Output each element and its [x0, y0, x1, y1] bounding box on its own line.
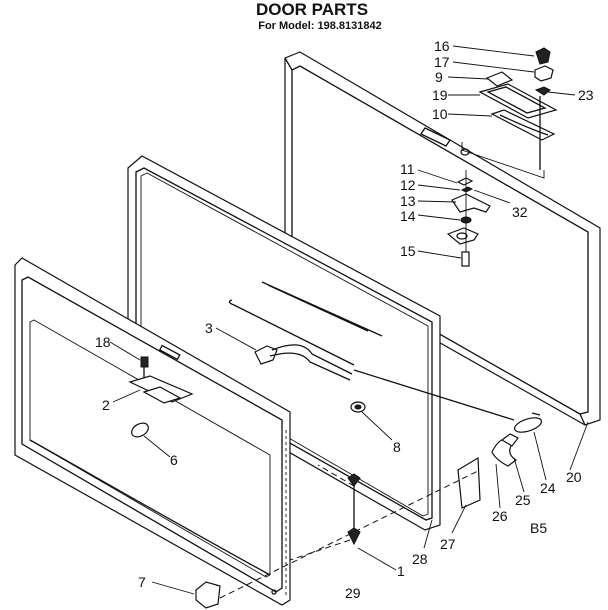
- callout-26: 26: [492, 508, 508, 524]
- leader-lines: [109, 45, 589, 595]
- callout-11: 11: [400, 161, 415, 177]
- callout-23: 23: [578, 87, 594, 103]
- corner-code: B5: [530, 520, 547, 536]
- callout-8: 8: [393, 439, 401, 455]
- inner-door-liner: [14, 257, 291, 606]
- callout-20: 20: [566, 469, 582, 485]
- callout-14: 14: [400, 208, 416, 224]
- hinge-pin-and-knob: [195, 464, 481, 609]
- lower-hinge-parts: [353, 369, 543, 509]
- callout-13: 13: [400, 193, 416, 209]
- bushing: [350, 401, 366, 413]
- callout-27: 27: [440, 536, 456, 552]
- callout-28: 28: [412, 551, 428, 567]
- callout-15: 15: [400, 243, 416, 259]
- callout-19: 19: [432, 87, 448, 103]
- callout-24: 24: [540, 480, 556, 496]
- callout-10: 10: [432, 106, 448, 122]
- callout-12: 12: [400, 177, 416, 193]
- latch-hardware-top: [461, 47, 558, 179]
- hinge-hardware: [446, 170, 491, 267]
- callout-32: 32: [512, 204, 528, 220]
- callout-7: 7: [138, 574, 146, 590]
- callout-18: 18: [95, 334, 111, 350]
- callouts: 16 17 9 19 10 23 11 12 13 14 15 32 3 18 …: [95, 38, 594, 601]
- callout-25: 25: [515, 492, 531, 508]
- callout-6: 6: [170, 452, 178, 468]
- cable-assembly: [228, 281, 383, 381]
- callout-2: 2: [102, 397, 110, 413]
- callout-1: 1: [397, 563, 405, 579]
- model-line: For Model: 198.8131842: [258, 20, 382, 32]
- callout-17: 17: [434, 54, 450, 70]
- callout-16: 16: [434, 38, 450, 54]
- callout-3: 3: [205, 320, 213, 336]
- door-latch-parts: [128, 356, 194, 438]
- callout-9: 9: [435, 69, 443, 85]
- callout-29: 29: [345, 585, 361, 601]
- diagram-title: DOOR PARTS: [256, 0, 368, 19]
